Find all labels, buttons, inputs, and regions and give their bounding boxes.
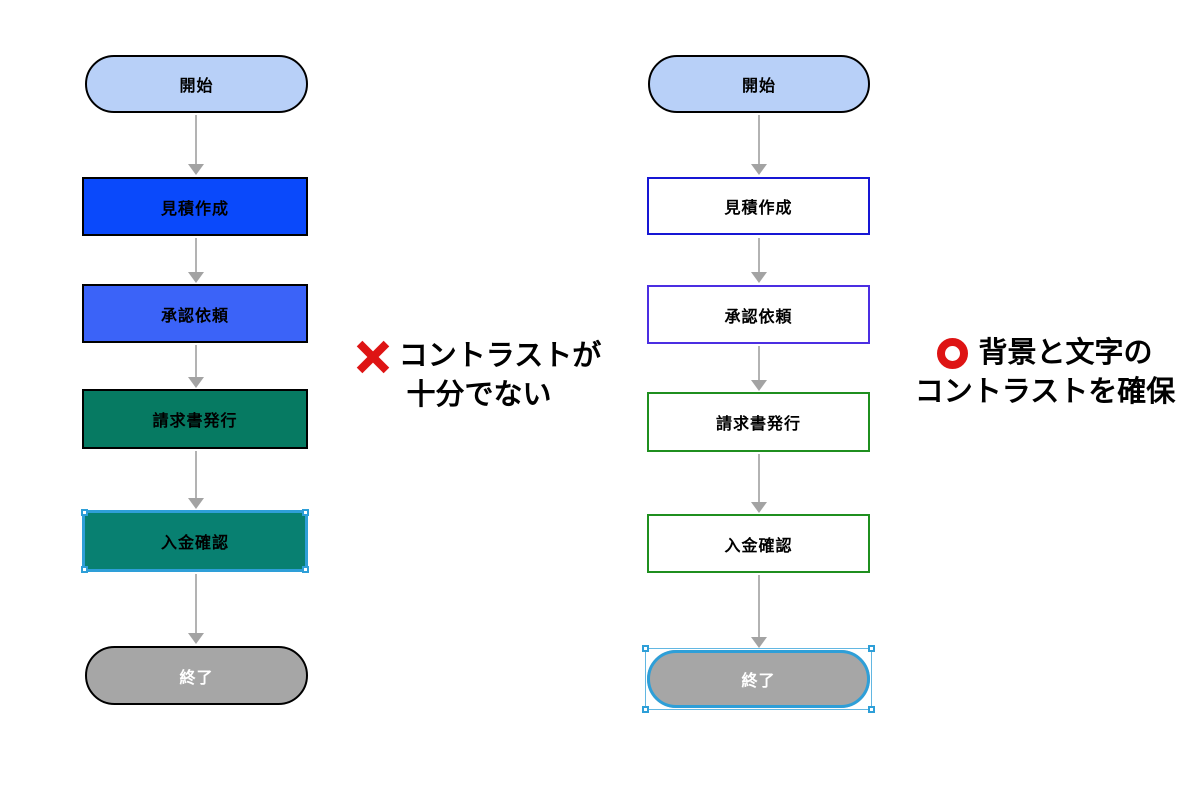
arrow-head-icon: [751, 164, 767, 175]
annotation-text-line1: 背景と文字の: [978, 337, 1153, 369]
circle-mark-icon: [937, 338, 969, 369]
node-label: 承認依頼: [724, 308, 793, 326]
node-label: 見積作成: [160, 200, 229, 218]
x-mark-icon: [357, 341, 389, 373]
arrow-head-icon: [751, 380, 767, 391]
right-flow-approval-step[interactable]: 承認依頼: [647, 285, 870, 344]
arrow-head-icon: [188, 164, 204, 175]
annotation-text-line2: コントラストを確保: [914, 376, 1176, 408]
arrow-head-icon: [751, 502, 767, 513]
arrow-shaft: [758, 115, 760, 164]
selection-handle[interactable]: [868, 645, 875, 652]
arrow-shaft: [195, 115, 197, 164]
right-flow-connector-1[interactable]: [751, 115, 767, 175]
arrow-shaft: [758, 575, 760, 637]
node-label: 終了: [741, 673, 776, 690]
selection-outline[interactable]: [647, 650, 870, 708]
arrow-head-icon: [188, 377, 204, 388]
selection-handle[interactable]: [81, 509, 88, 516]
right-flow-invoice-step[interactable]: 請求書発行: [647, 392, 870, 452]
selection-handle[interactable]: [81, 566, 88, 573]
left-flow-connector-5[interactable]: [188, 574, 204, 644]
right-flow-connector-2[interactable]: [751, 238, 767, 283]
annotation-text-line2: 十分でない: [406, 379, 552, 411]
arrow-head-icon: [751, 272, 767, 283]
left-flow-approval-step[interactable]: 承認依頼: [82, 284, 308, 343]
selection-handle[interactable]: [302, 509, 309, 516]
left-flow-start-terminator[interactable]: 開始: [85, 55, 308, 113]
node-label: 開始: [741, 78, 776, 95]
node-label: 承認依頼: [160, 307, 229, 325]
node-label: 請求書発行: [152, 413, 238, 430]
arrow-shaft: [195, 238, 197, 272]
node-label: 入金確認: [160, 535, 229, 552]
arrow-head-icon: [188, 272, 204, 283]
node-label: 開始: [179, 78, 214, 95]
arrow-shaft: [758, 454, 760, 502]
left-flow-end-terminator[interactable]: 終了: [85, 646, 308, 705]
good-contrast-annotation: 背景と文字の コントラストを確保: [895, 334, 1195, 412]
right-flow-estimate-step[interactable]: 見積作成: [647, 177, 870, 235]
node-label: 終了: [179, 669, 214, 687]
node-label: 見積作成: [724, 200, 793, 217]
arrow-shaft: [195, 451, 197, 498]
right-flow-connector-4[interactable]: [751, 454, 767, 513]
arrow-head-icon: [188, 633, 204, 644]
annotation-text-line1: コントラストが: [398, 340, 602, 372]
left-flow-connector-1[interactable]: [188, 115, 204, 175]
arrow-shaft: [195, 345, 197, 377]
selection-handle[interactable]: [868, 706, 875, 713]
arrow-shaft: [758, 346, 760, 380]
node-label: 入金確認: [724, 537, 793, 555]
arrow-head-icon: [188, 498, 204, 509]
bad-contrast-annotation: コントラストが 十分でない: [338, 337, 620, 415]
right-flow-connector-5[interactable]: [751, 575, 767, 648]
node-label: 請求書発行: [715, 416, 801, 433]
left-flow-payment-step[interactable]: 入金確認: [82, 510, 308, 572]
right-flow-end-terminator[interactable]: 終了: [647, 650, 870, 708]
arrow-shaft: [195, 574, 197, 633]
selection-handle[interactable]: [642, 645, 649, 652]
left-flow-connector-3[interactable]: [188, 345, 204, 388]
right-flow-payment-step[interactable]: 入金確認: [647, 514, 870, 573]
left-flow-connector-4[interactable]: [188, 451, 204, 509]
arrow-shaft: [758, 238, 760, 272]
left-flow-estimate-step[interactable]: 見積作成: [82, 177, 308, 236]
selection-handle[interactable]: [642, 706, 649, 713]
left-flow-invoice-step[interactable]: 請求書発行: [82, 389, 308, 449]
selection-outline[interactable]: [81, 509, 309, 573]
left-flow-connector-2[interactable]: [188, 238, 204, 283]
right-flow-connector-3[interactable]: [751, 346, 767, 391]
arrow-head-icon: [751, 637, 767, 648]
right-flow-start-terminator[interactable]: 開始: [648, 55, 870, 113]
selection-handle[interactable]: [302, 566, 309, 573]
selection-bounding-box[interactable]: [642, 645, 875, 713]
